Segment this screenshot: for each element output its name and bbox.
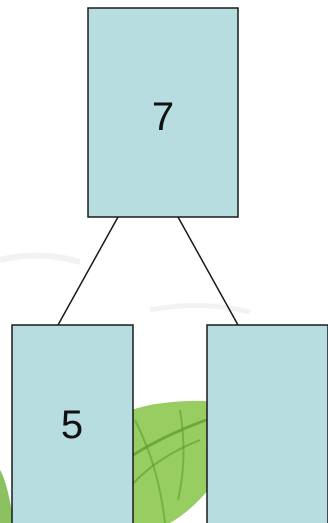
- node-box: [11, 324, 134, 523]
- edge-root-right: [177, 216, 239, 326]
- tree-node-root: 7: [87, 7, 239, 218]
- tree-node-left: 5: [11, 324, 134, 523]
- tree-node-right: [206, 324, 328, 523]
- node-label: 7: [152, 95, 174, 139]
- node-label: 5: [61, 403, 83, 447]
- edge-root-left: [57, 216, 119, 326]
- node-box: [206, 324, 328, 523]
- background-watermark: [0, 252, 251, 315]
- node-box: [87, 7, 239, 218]
